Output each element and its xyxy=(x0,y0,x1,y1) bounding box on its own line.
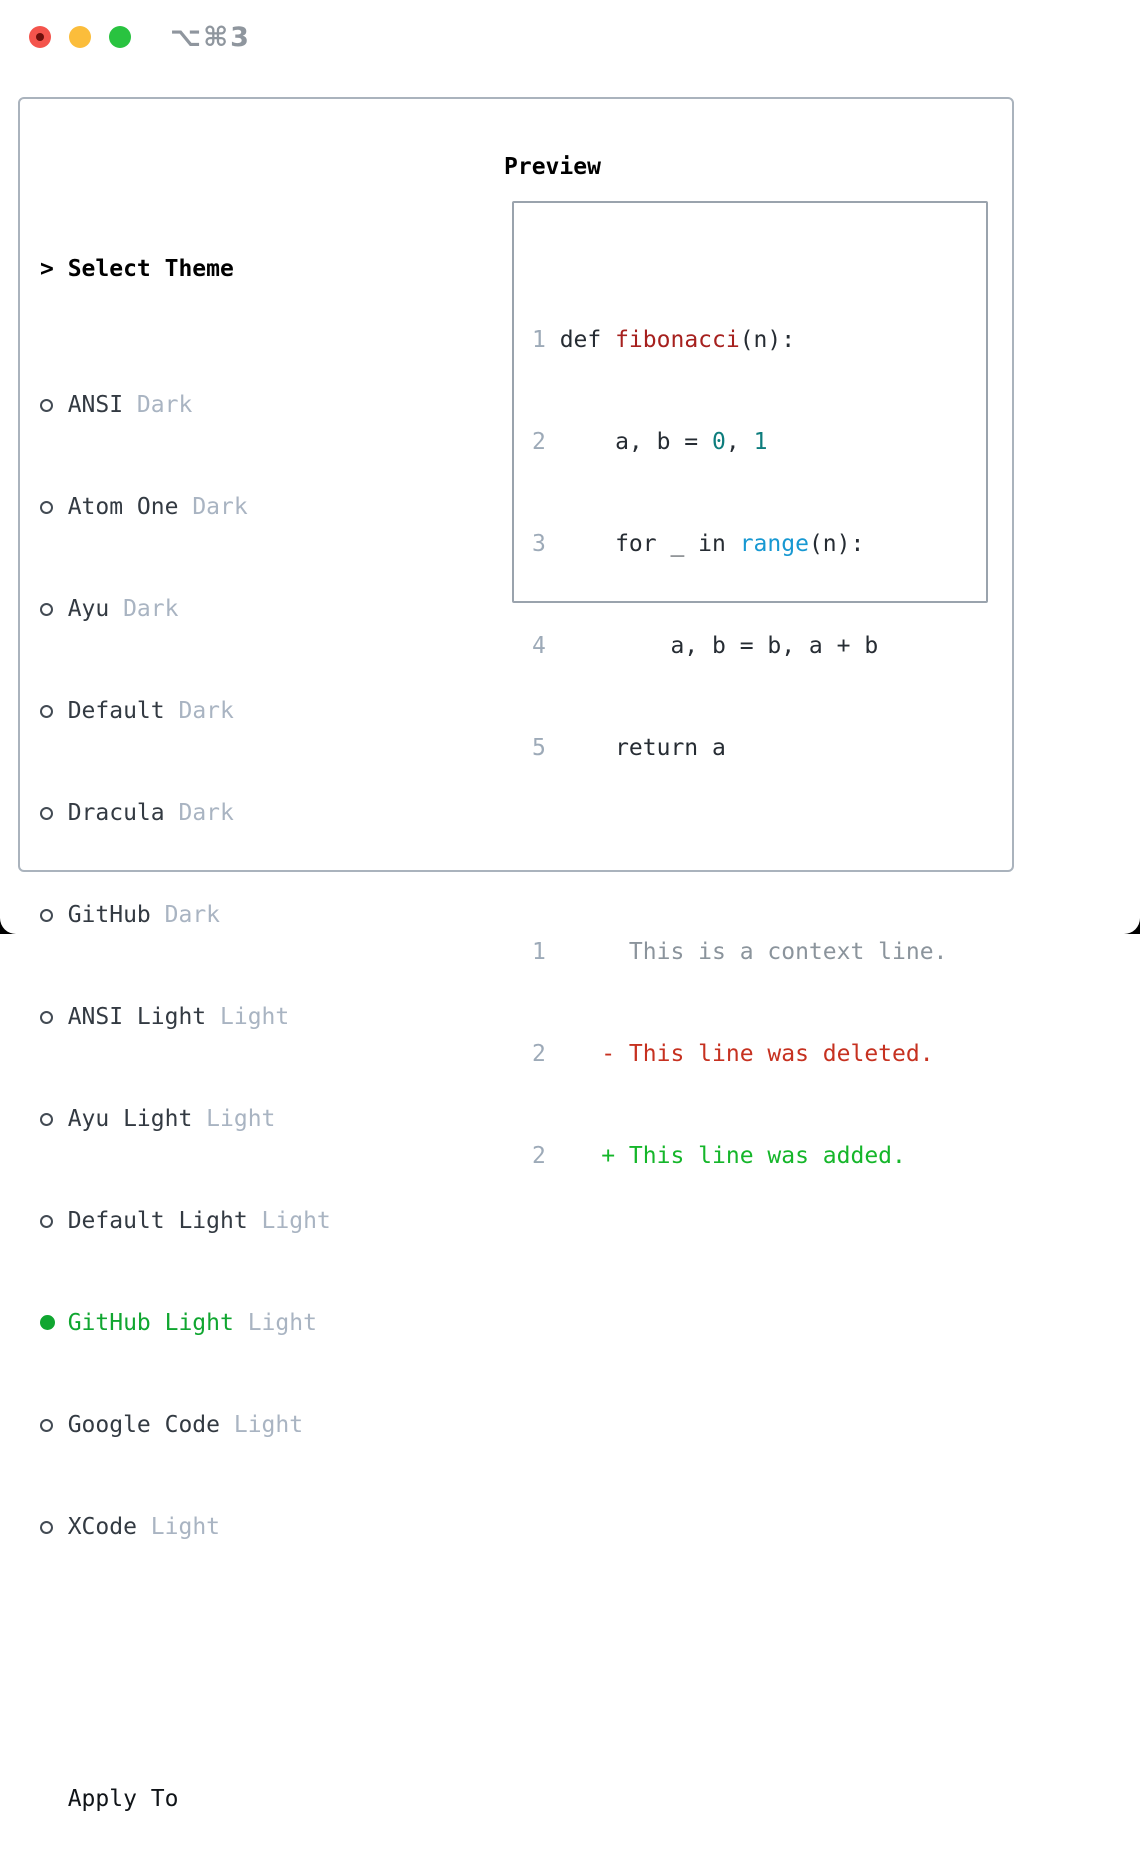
diff-added-line: 2 + This line was added. xyxy=(532,1143,906,1169)
radio-unselected-icon xyxy=(40,490,68,524)
maximize-button[interactable] xyxy=(109,26,131,48)
radio-unselected-icon xyxy=(40,796,68,830)
code-line: 3 for _ in range(n): xyxy=(532,531,865,557)
page-title: Select Theme xyxy=(67,256,234,282)
radio-unselected-icon xyxy=(40,592,68,626)
radio-unselected-icon xyxy=(40,1000,68,1034)
radio-unselected-icon xyxy=(40,1102,68,1136)
radio-unselected-icon xyxy=(40,1510,68,1544)
radio-unselected-icon xyxy=(40,694,68,728)
select-theme-header: > Select Theme xyxy=(40,252,428,286)
apply-to-header: Apply To xyxy=(67,1786,179,1812)
code-line: 4 a, b = b, a + b xyxy=(532,633,879,659)
code-line: 5 return a xyxy=(532,735,726,761)
prompt-arrow-icon: > xyxy=(40,256,54,282)
window-titlebar: ⌥⌘3 xyxy=(0,0,1140,75)
diff-deleted-line: 2 - This line was deleted. xyxy=(532,1041,934,1067)
window-title: ⌥⌘3 xyxy=(170,22,251,53)
minimize-button[interactable] xyxy=(69,26,91,48)
radio-unselected-icon xyxy=(40,1408,68,1442)
diff-context-line: 1 This is a context line. xyxy=(532,939,948,965)
blank-line xyxy=(532,833,947,867)
radio-unselected-icon xyxy=(40,388,68,422)
radio-unselected-icon xyxy=(40,898,68,932)
preview-title: Preview xyxy=(504,154,601,180)
code-line: 2 a, b = 0, 1 xyxy=(532,429,768,455)
close-button[interactable] xyxy=(29,26,51,48)
radio-unselected-icon xyxy=(40,1204,68,1238)
radio-selected-icon xyxy=(40,1306,68,1340)
